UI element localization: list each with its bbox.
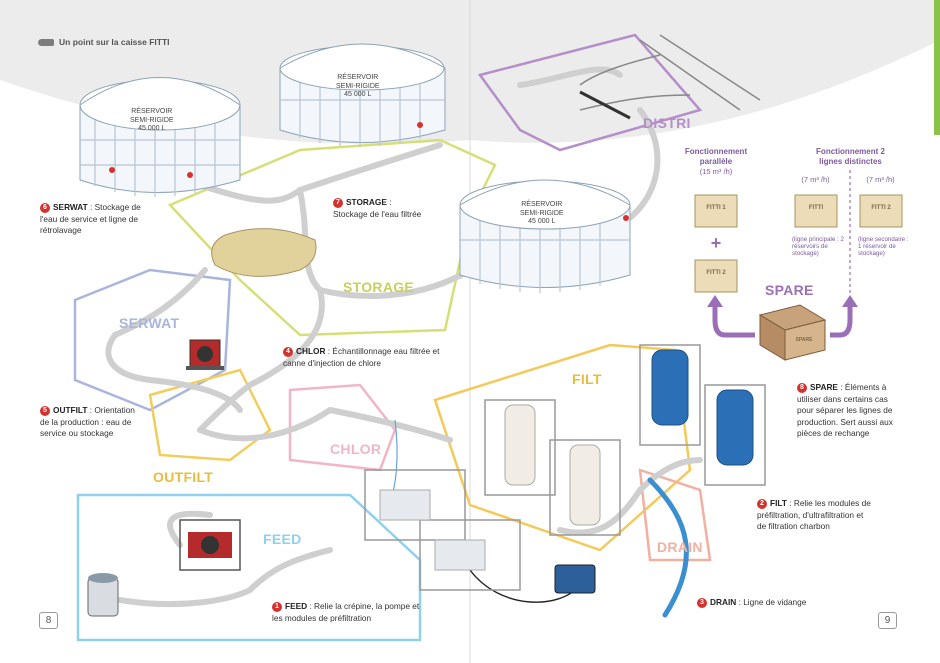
chlor-zone-outline bbox=[288, 383, 397, 472]
tank-2 bbox=[279, 43, 446, 147]
spare-box bbox=[758, 304, 827, 361]
tank-3 bbox=[459, 179, 631, 293]
mode-distinct-rate-right: (7 m³ /h) bbox=[866, 175, 895, 184]
feed-zone-outline bbox=[76, 493, 422, 642]
distri-zone-outline bbox=[477, 33, 703, 152]
arrow-head-left bbox=[707, 295, 723, 307]
mode-distinct-title: Fonctionnement 2 lignes distinctes bbox=[816, 147, 885, 166]
zone-label-storage: STORAGE bbox=[343, 279, 415, 295]
water-bladder bbox=[211, 228, 317, 277]
plus-sign: + bbox=[711, 233, 722, 253]
header: Un point sur la caisse FITTI bbox=[38, 37, 170, 47]
drain-zone-outline bbox=[638, 468, 712, 562]
page-number-right: 9 bbox=[878, 612, 897, 629]
drain-pump-unit bbox=[554, 564, 596, 594]
arrow-head-right bbox=[842, 295, 858, 307]
drain-hose bbox=[647, 477, 689, 618]
serwat-pump bbox=[186, 339, 224, 370]
filtration-modules bbox=[484, 344, 766, 536]
strainer bbox=[87, 573, 119, 617]
mode-distinct-rate-left: (7 m³ /h) bbox=[801, 175, 830, 184]
crate-label-3: FITTI bbox=[808, 205, 824, 211]
hoses bbox=[105, 66, 703, 608]
zone-label-outfilt: OUTFILT bbox=[153, 469, 214, 485]
spare-box-label: SPARE bbox=[795, 337, 813, 343]
serwat-zone-outline bbox=[73, 268, 232, 412]
feed-pump bbox=[179, 519, 241, 571]
crate-label-1: FITTI 1 bbox=[706, 205, 726, 211]
zone-label-filt: FILT bbox=[572, 371, 602, 387]
crate-label-2: FITTI 2 bbox=[706, 270, 726, 276]
distribution-ramp bbox=[579, 34, 761, 120]
crate-label-4: FITTI 2 bbox=[871, 205, 891, 211]
zone-label-serwat: SERWAT bbox=[119, 315, 180, 331]
green-edge-tab bbox=[934, 0, 940, 135]
outfilt-zone-outline bbox=[148, 368, 272, 462]
secondary-line-note: (ligne secondaire : 1 réservoir de stock… bbox=[858, 236, 909, 258]
pointing-hand-icon bbox=[38, 38, 54, 46]
main-line-note: (ligne principale : 2 réservoirs de stoc… bbox=[792, 236, 844, 258]
zone-label-chlor: CHLOR bbox=[330, 441, 382, 457]
mode-parallel-title: Fonctionnement parallèle bbox=[684, 147, 748, 166]
zone-label-spare: SPARE bbox=[765, 282, 814, 298]
mode-parallel-rate: (15 m³ /h) bbox=[699, 167, 733, 176]
filt-zone-outline bbox=[433, 343, 692, 552]
header-title: Un point sur la caisse FITTI bbox=[59, 37, 170, 47]
spare-arrows bbox=[712, 305, 853, 338]
zone-label-drain: DRAIN bbox=[657, 539, 703, 555]
page-number-left: 8 bbox=[39, 612, 58, 629]
prefiltration-modules bbox=[364, 469, 521, 591]
zone-label-distri: DISTRI bbox=[643, 115, 691, 131]
zone-label-feed: FEED bbox=[263, 531, 302, 547]
tank-1 bbox=[79, 77, 241, 197]
crates bbox=[694, 194, 903, 293]
